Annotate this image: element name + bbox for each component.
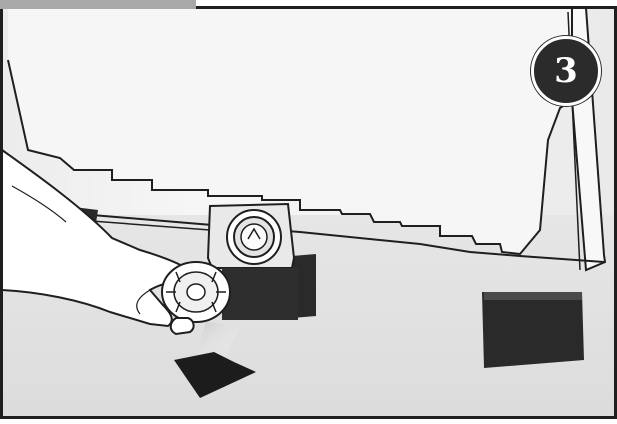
header-tab <box>0 0 196 9</box>
machine-front-panel <box>8 8 572 254</box>
plinth-line <box>55 211 605 263</box>
drain-pump-filter <box>161 261 231 323</box>
front-right-foot-top <box>484 292 582 300</box>
finger <box>169 317 195 336</box>
arrow-icon <box>174 322 256 398</box>
step-number-badge: 3 <box>531 36 601 106</box>
sleeve-fold-line <box>11 185 67 223</box>
thumb-line <box>136 289 151 315</box>
filter-recess <box>222 268 298 320</box>
front-right-foot <box>482 292 584 368</box>
filter-opening-core <box>240 223 268 251</box>
illustration-border <box>0 6 617 419</box>
machine-base-outline <box>7 59 573 256</box>
filter-opening-mark <box>247 227 261 240</box>
